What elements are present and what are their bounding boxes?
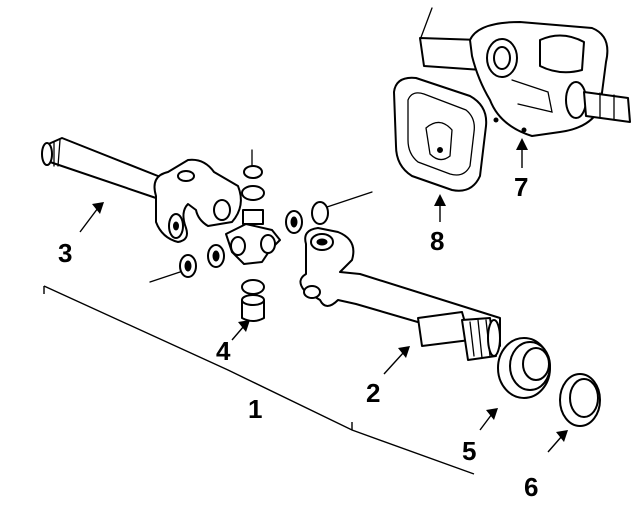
differential-cover[interactable] [393,76,488,192]
callout-6: 6 [524,472,538,502]
callout-4: 4 [216,336,231,366]
callout-8: 8 [430,226,444,256]
callout-3: 3 [58,238,72,268]
axle-shaft-left[interactable] [41,137,242,243]
callout-1: 1 [248,394,262,424]
callout-5: 5 [462,436,476,466]
callout-2: 2 [366,378,380,408]
axle-bearing[interactable] [497,337,551,399]
axle-shaft-right[interactable] [299,227,501,361]
differential-housing[interactable] [419,7,631,137]
axle-seal[interactable] [559,373,601,427]
universal-joint[interactable] [149,149,373,322]
callout-7: 7 [514,172,528,202]
leader-lines [43,138,568,475]
